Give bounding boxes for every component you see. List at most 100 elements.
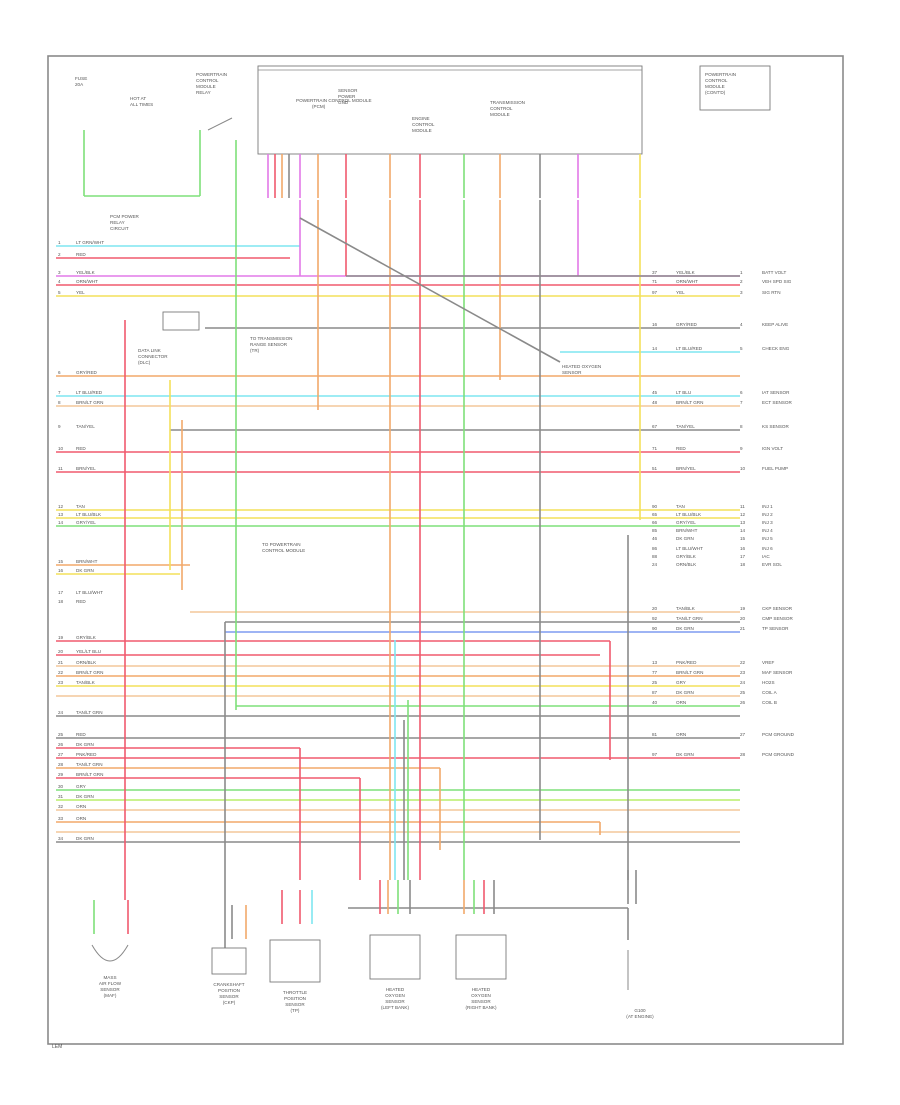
component-label: SENSOR [385,999,405,1004]
left-wire-label: LT GRN/WHT [76,240,104,245]
left-wire-index: 11 [58,466,63,471]
pin-function: KS SENSOR [762,424,789,429]
left-wire-label: GRY/BLK [76,635,97,640]
left-wire-label: TAN/LT GRN [76,710,103,715]
pin-wire-color: GRY/RED [676,322,698,327]
left-wire-label: YEL/BLK [76,270,96,275]
pin-function: KEEP ALIVE [762,322,788,327]
pin-number: 97 [652,290,658,295]
left-wire-index: 17 [58,590,64,595]
pin-wire-color: ORN [676,732,686,737]
pin-function: VEH SPD SIG [762,279,792,284]
connector-cavity: 21 [740,626,746,631]
pin-function: INJ 3 [762,520,773,525]
connector-cavity: 4 [740,322,743,327]
component-label: HEATED [386,987,405,992]
pin-number: 13 [652,660,658,665]
sensor-label-1: SENSOR [338,88,358,93]
left-wire-label: PNK/RED [76,752,97,757]
relay-line-4: RELAY [196,90,211,95]
component-label: SENSOR [471,999,491,1004]
pin-number: 46 [652,536,658,541]
left-wire-index: 31 [58,794,64,799]
pin-wire-color: LT BLU/WHT [676,546,703,551]
ecm-label-2: CONTROL [412,122,435,127]
left-wire-index: 12 [58,504,64,509]
pin-function: INJ 6 [762,546,773,551]
left-wire-labels: LT GRN/WHT1RED2YEL/BLK3ORN/WHT4YEL5GRY/R… [58,240,104,841]
note-pcm-power-3: CIRCUIT [110,226,129,231]
right-label-4: (CONT'D) [705,90,726,95]
component-label: CRANKSHAFT [213,982,244,987]
pin-function: CKP SENSOR [762,606,793,611]
relay-line-1: POWERTRAIN [196,72,227,77]
connector-cavity: 18 [740,562,746,567]
right-label-2: CONTROL [705,78,728,83]
component-label: SENSOR [100,987,120,992]
component-label: SENSOR [285,1002,305,1007]
fuse-line-4: ALL TIMES [130,102,153,107]
pin-wire-color: GRY/YEL [676,520,696,525]
relay-block: POWERTRAIN CONTROL MODULE RELAY [196,72,233,131]
component-label: G100 [634,1008,646,1013]
left-wire-index: 10 [58,446,64,451]
pin-wire-color: YEL [676,290,685,295]
pcm-label-abbr: (PCM) [312,104,326,109]
left-wire-index: 3 [58,270,61,275]
sensor-label-2: POWER [338,94,356,99]
left-wire-label: YEL [76,290,85,295]
left-wire-index: 27 [58,752,64,757]
note-to-pcm-1: TO POWERTRAIN [262,542,301,547]
ecm-label-1: ENGINE [412,116,430,121]
pin-function: INJ 5 [762,536,773,541]
pin-function: PCM GROUND [762,732,795,737]
pin-wire-color: RED [676,446,686,451]
left-wire-index: 22 [58,670,64,675]
notes: PCM POWER RELAY CIRCUIT DATA LINK CONNEC… [110,214,601,553]
pin-wire-color: BRN/YEL [676,466,696,471]
pin-wire-color: BRN/WHT [676,528,698,533]
note-tr-3: (TR) [250,348,260,353]
component-label: POSITION [218,988,240,993]
left-wire-index: 33 [58,816,64,821]
connector-cavity: 28 [740,752,746,757]
left-wire-label: ORN/BLK [76,660,97,665]
component-label: MASS [103,975,116,980]
pin-wire-color: GRY [676,680,686,685]
connector-cavity: 10 [740,466,746,471]
connector-cavity: 13 [740,520,746,525]
left-wire-label: ORN/WHT [76,279,98,284]
pin-number: 97 [652,752,658,757]
pin-wire-color: DK GRN [676,626,694,631]
pin-function: INJ 4 [762,528,773,533]
component-label: (MAF) [104,993,117,998]
connector-cavity: 14 [740,528,746,533]
component-ground: G100(AT ENGINE) [626,950,654,1019]
pin-function: FUEL PUMP [762,466,788,471]
pin-function: VREF [762,660,774,665]
pin-wire-color: TAN/YEL [676,424,695,429]
left-wire-label: GRY [76,784,86,789]
left-wire-index: 28 [58,762,64,767]
pin-number: 81 [652,732,658,737]
left-wire-label: RED [76,252,86,257]
left-wire-index: 6 [58,370,61,375]
relay-line-3: MODULE [196,84,216,89]
fuse-line-3: HOT AT [130,96,146,101]
ho2s-leader [299,217,561,363]
left-wire-label: BRN/YEL [76,466,96,471]
component-label: (RIGHT BANK) [465,1005,497,1010]
pin-wire-color: ORN/BLK [676,562,697,567]
dlc-connector [162,311,200,331]
page-code: LEM [52,1044,62,1050]
